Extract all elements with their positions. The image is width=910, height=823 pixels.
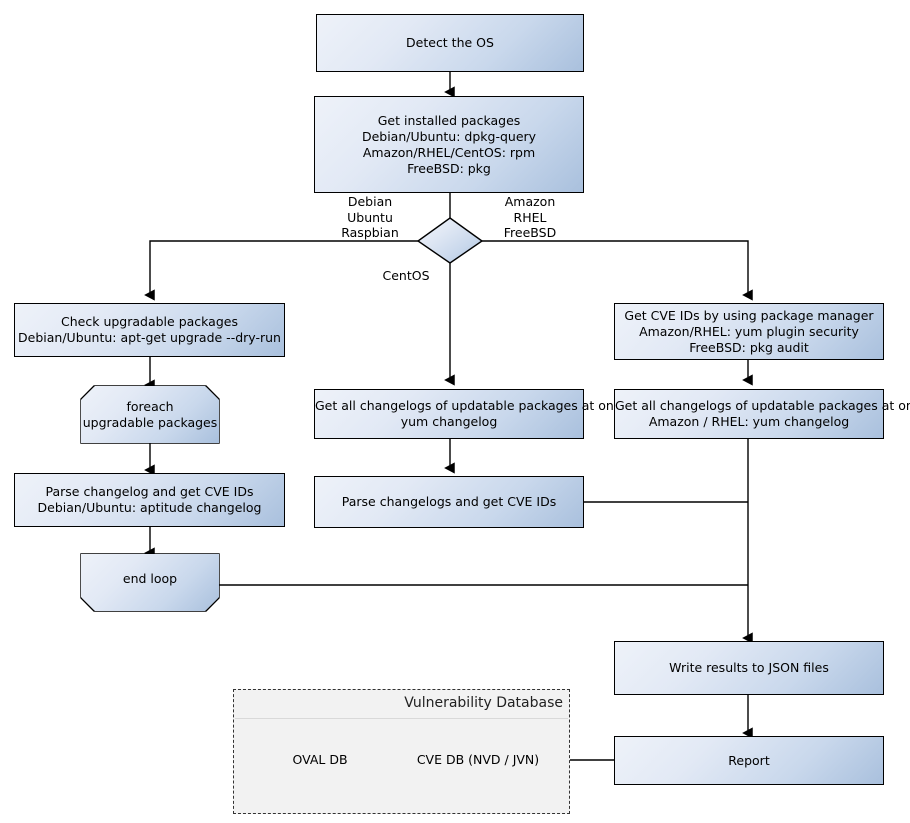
node-foreach-label: foreach upgradable packages [81,399,219,431]
os-decision-diamond [416,217,484,264]
edge-label-left-line-2: Ubuntu [347,209,393,225]
edge-label-center-line-1: CentOS [382,268,430,283]
text-line-1: Get CVE IDs by using package manager [624,307,874,323]
node-changelogs-centos-label: Get all changelogs of updatable packages… [315,398,628,430]
edge-label-left-line-1: Debian [347,194,393,209]
edge-label-right-line-1: Amazon [504,194,556,209]
edge-label-right-branch: Amazon RHEL FreeBSD [490,194,570,241]
foreach-shape-outline [80,385,220,444]
text-line-2: Amazon/RHEL: yum plugin security [639,323,859,339]
edge-label-right-line-2: RHEL [513,209,547,225]
edge-label-right-line-3: FreeBSD [503,225,557,240]
text-line-2: yum changelog [400,414,498,429]
cve-db-label: CVE DB (NVD / JVN) [416,752,540,767]
node-report-label: Report [728,752,770,768]
edge-label-left-branch: Debian Ubuntu Raspbian [330,194,410,241]
node-write-results-json-label: Write results to JSON files [669,660,829,675]
text-line-2: Debian/Ubuntu: dpkg-query [361,128,537,144]
edge-label-left-line-3: Raspbian [341,225,399,240]
node-get-cve-package-manager[interactable]: Get CVE IDs by using package manager Ama… [614,303,884,360]
node-check-upgradable-packages-label: Check upgradable packages Debian/Ubuntu:… [15,314,284,346]
edge-label-center-branch: CentOS [368,268,444,284]
node-detect-os[interactable]: Detect the OS [316,14,584,72]
text-line-1: Get installed packages [377,112,521,128]
text-line-1: Get all changelogs of updatable packages… [615,398,910,413]
text-line-2: Debian/Ubuntu: apt-get upgrade --dry-run [18,330,281,345]
text-line-2: Debian/Ubuntu: aptitude changelog [37,500,262,515]
node-parse-changelogs-centos-label: Parse changelogs and get CVE IDs [341,494,557,509]
text-line-2: upgradable packages [82,414,218,430]
text-line-3: FreeBSD: pkg audit [689,339,809,355]
node-parse-changelogs-centos[interactable]: Parse changelogs and get CVE IDs [314,476,584,528]
node-changelogs-amazon-rhel[interactable]: Get all changelogs of updatable packages… [614,389,910,439]
node-changelogs-centos[interactable]: Get all changelogs of updatable packages… [314,389,628,439]
node-changelogs-amazon-rhel-label: Get all changelogs of updatable packages… [615,398,910,430]
text-line-1: foreach [126,398,174,414]
text-line-3: Amazon/RHEL/CentOS: rpm [362,144,536,160]
node-report[interactable]: Report [614,736,884,785]
vulnerability-database-group [233,689,570,814]
node-end-loop-label: end loop [122,570,178,586]
text-line-1: Check upgradable packages [61,314,238,329]
node-get-installed-packages[interactable]: Get installed packages Debian/Ubuntu: dp… [314,96,584,193]
text-line-4: FreeBSD: pkg [407,160,491,176]
text-line-2: Amazon / RHEL: yum changelog [648,414,850,429]
node-write-results-json[interactable]: Write results to JSON files [614,641,884,695]
text-line-1: Parse changelog and get CVE IDs [45,484,254,499]
node-parse-changelog-debian[interactable]: Parse changelog and get CVE IDs Debian/U… [14,473,285,527]
group-header-divider [235,718,568,719]
text-line-1: Get all changelogs of updatable packages… [315,398,629,413]
node-end-loop[interactable]: end loop [81,554,219,611]
node-get-cve-package-manager-label: Get CVE IDs by using package manager Ama… [615,308,883,356]
group-title-vulnerability-database: Vulnerability Database [404,695,563,711]
node-foreach-upgradable-packages[interactable]: foreach upgradable packages [81,386,219,443]
node-get-installed-packages-label: Get installed packages Debian/Ubuntu: dp… [315,113,583,177]
oval-db-label: OVAL DB [292,752,348,767]
node-check-upgradable-packages[interactable]: Check upgradable packages Debian/Ubuntu:… [14,303,285,357]
node-detect-os-label: Detect the OS [406,35,494,50]
end-loop-shape-outline [80,553,220,612]
node-parse-changelog-debian-label: Parse changelog and get CVE IDs Debian/U… [15,484,284,516]
